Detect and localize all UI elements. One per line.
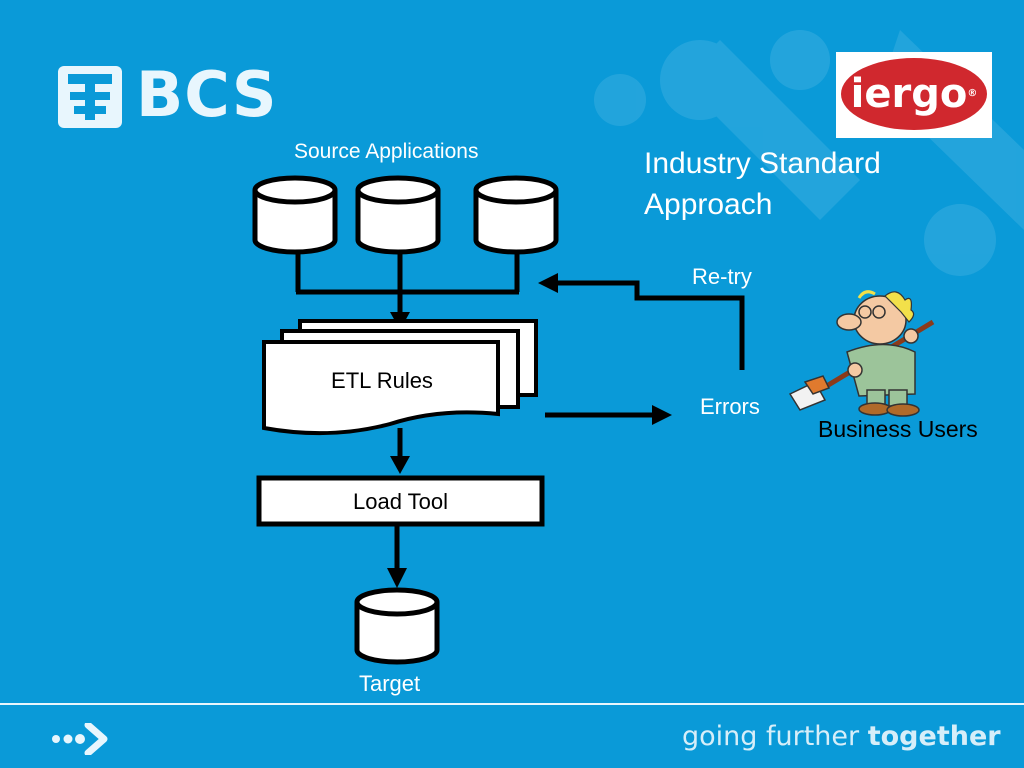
load-tool-label: Load Tool — [352, 489, 448, 514]
database-icon — [473, 175, 559, 255]
arrowhead-target — [387, 568, 407, 588]
business-users-label: Business Users — [818, 416, 978, 442]
cartoon-janitor-icon — [788, 290, 935, 417]
database-icon — [252, 175, 338, 255]
bcs-logo: BCS — [58, 60, 278, 130]
arrowhead-retry — [538, 273, 558, 293]
retry-label: Re-try — [692, 264, 752, 289]
arrowhead-load — [390, 456, 410, 474]
footer: going further together — [0, 703, 1024, 768]
footer-tagline: going further together — [682, 719, 1001, 755]
database-icon — [354, 587, 440, 665]
tagline-bold: together — [867, 721, 1001, 752]
bcs-logo-text: BCS — [136, 58, 278, 131]
target-label: Target — [359, 671, 421, 696]
bcs-emblem-icon — [58, 66, 122, 128]
slide-title: Industry Standard Approach — [644, 147, 881, 221]
errors-label: Errors — [700, 394, 760, 419]
document-stack-icon — [262, 319, 538, 436]
source-applications-label: Source Applications — [294, 140, 479, 163]
iergo-logo-text: iergo® — [841, 72, 987, 116]
iergo-registered-mark: ® — [967, 88, 978, 99]
retry-connector — [556, 280, 745, 370]
load-tool-box — [256, 475, 545, 527]
tagline-light: going further — [682, 721, 868, 752]
source-connectors — [295, 252, 520, 295]
forward-arrow-icon — [52, 723, 108, 755]
etl-rules-label: ETL Rules — [331, 368, 433, 393]
iergo-wordmark: iergo — [850, 71, 968, 117]
database-icon — [355, 175, 441, 255]
iergo-oval: iergo® — [841, 58, 987, 130]
arrowhead-errors — [652, 405, 672, 425]
iergo-logo: iergo® — [836, 52, 992, 138]
